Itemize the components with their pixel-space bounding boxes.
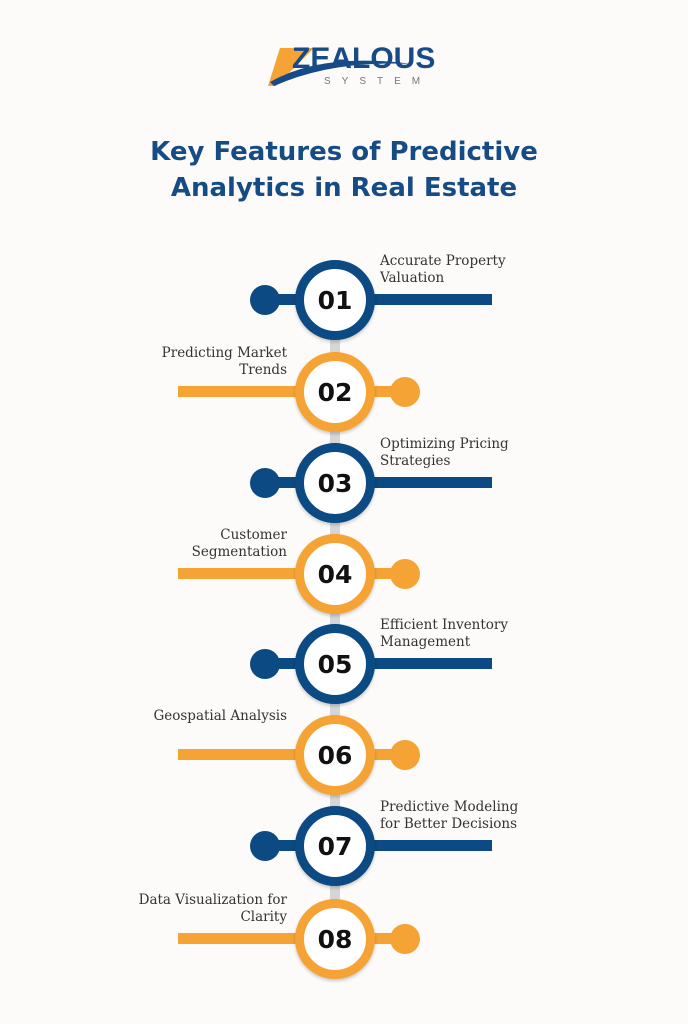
feature-label: Data Visualization for Clarity xyxy=(138,892,287,925)
feature-number-circle: 04 xyxy=(295,534,375,614)
feature-label: Geospatial Analysis xyxy=(153,708,287,724)
feature-number-circle: 01 xyxy=(295,260,375,340)
feature-dot-connector xyxy=(360,749,400,760)
feature-dot xyxy=(390,377,420,407)
feature-dot xyxy=(390,740,420,770)
feature-number: 06 xyxy=(317,740,353,770)
feature-number-circle: 03 xyxy=(295,443,375,523)
feature-dot-connector xyxy=(360,568,400,579)
feature-bar xyxy=(178,568,335,579)
feature-bar xyxy=(335,658,492,669)
feature-dot-connector xyxy=(360,386,400,397)
feature-dot xyxy=(390,559,420,589)
page-title: Key Features of Predictive Analytics in … xyxy=(0,134,688,206)
vertical-connector xyxy=(330,300,340,940)
feature-dot xyxy=(250,831,280,861)
feature-dot-connector xyxy=(265,294,305,305)
feature-number: 07 xyxy=(317,831,353,861)
feature-number-circle: 06 xyxy=(295,715,375,795)
feature-bar xyxy=(335,840,492,851)
feature-number: 03 xyxy=(317,468,353,498)
feature-dot xyxy=(250,285,280,315)
feature-dot xyxy=(250,649,280,679)
feature-label: Accurate Property Valuation xyxy=(380,253,506,286)
feature-dot-connector xyxy=(265,477,305,488)
feature-bar xyxy=(335,477,492,488)
feature-number: 05 xyxy=(317,649,353,679)
logo-subtext: SYSTEM xyxy=(324,76,432,87)
title-line-2: Analytics in Real Estate xyxy=(170,173,518,203)
feature-number-circle: 08 xyxy=(295,899,375,979)
feature-dot-connector xyxy=(265,658,305,669)
feature-dot-connector xyxy=(265,840,305,851)
feature-number-circle: 02 xyxy=(295,352,375,432)
feature-dot xyxy=(390,924,420,954)
logo-text: ZEALOUS xyxy=(292,42,436,75)
feature-label: Efficient Inventory Management xyxy=(380,617,509,650)
feature-number-circle: 05 xyxy=(295,624,375,704)
feature-number-circle: 07 xyxy=(295,806,375,886)
feature-label: Predictive Modeling for Better Decisions xyxy=(380,799,519,832)
feature-label: Predicting Market Trends xyxy=(161,345,287,378)
feature-bar xyxy=(178,386,335,397)
logo: ZEALOUS SYSTEM xyxy=(262,42,436,92)
feature-label: Optimizing Pricing Strategies xyxy=(380,436,509,469)
feature-bar xyxy=(335,294,492,305)
title-line-1: Key Features of Predictive xyxy=(150,137,538,167)
feature-number: 08 xyxy=(317,924,353,954)
feature-number: 02 xyxy=(317,377,353,407)
feature-number: 04 xyxy=(317,559,353,589)
logo-swoosh-icon xyxy=(268,48,412,86)
feature-dot-connector xyxy=(360,933,400,944)
feature-bar xyxy=(178,749,335,760)
feature-label: Customer Segmentation xyxy=(191,527,287,560)
feature-number: 01 xyxy=(317,285,353,315)
feature-dot xyxy=(250,468,280,498)
feature-bar xyxy=(178,933,335,944)
